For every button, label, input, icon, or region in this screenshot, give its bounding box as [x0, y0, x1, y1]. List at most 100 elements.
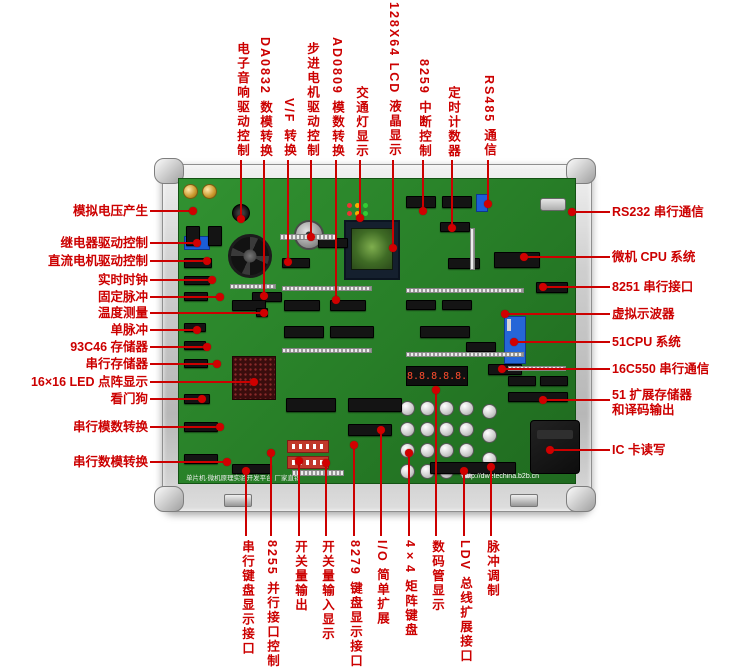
- callout-dot: [307, 233, 315, 241]
- label-pulse-modulation: 脉冲调制: [485, 540, 499, 598]
- pin-header: [406, 352, 524, 357]
- callout-dot: [260, 309, 268, 317]
- label-8251-serial: 8251 串行接口: [612, 280, 694, 294]
- ic-chip: [286, 398, 336, 412]
- case-corner: [154, 158, 184, 184]
- leader-line: [150, 210, 193, 212]
- bnc-connector: [202, 184, 217, 199]
- label-virtual-scope: 虚拟示波器: [612, 307, 675, 321]
- ic-chip: [442, 300, 472, 310]
- leader-line: [543, 286, 610, 288]
- keypad-button: [458, 401, 474, 416]
- label-ad0809-adc: AD0809 模数转换: [330, 36, 344, 158]
- label-rtc: 实时时钟: [97, 273, 148, 287]
- ic-chip: [330, 326, 374, 338]
- label-timer-counter: 定时计数器: [446, 85, 460, 159]
- callout-dot: [487, 463, 495, 471]
- label-traffic-light: 交通灯显示: [354, 85, 368, 159]
- label-switch-output: 开关量输出: [293, 540, 307, 613]
- pin-header: [406, 288, 524, 293]
- push-button: [482, 428, 497, 443]
- keypad-button: [439, 401, 455, 416]
- callout-dot: [377, 426, 385, 434]
- leader-line: [408, 453, 410, 536]
- leader-line: [325, 463, 327, 536]
- label-51cpu-system: 51CPU 系统: [612, 335, 681, 349]
- leader-line: [380, 430, 382, 536]
- leader-line: [505, 313, 610, 315]
- callout-dot: [237, 215, 245, 223]
- callout-dot: [419, 207, 427, 215]
- push-button: [482, 404, 497, 419]
- leader-line: [524, 256, 610, 258]
- label-relay-drive: 继电器驱动控制: [60, 236, 148, 250]
- label-da0832-dac: DA0832 数模转换: [258, 36, 272, 158]
- label-seven-segment: 数码管显示: [430, 540, 444, 613]
- leader-line: [310, 160, 312, 237]
- leader-line: [150, 242, 197, 244]
- leader-line: [451, 160, 453, 228]
- callout-dot: [213, 360, 221, 368]
- keypad-button: [419, 422, 435, 437]
- callout-dot: [203, 257, 211, 265]
- callout-dot: [568, 208, 576, 216]
- label-rs232-comm: RS232 串行通信: [612, 205, 704, 219]
- case-corner: [566, 158, 596, 184]
- label-ic-card: IC 卡读写: [612, 443, 666, 457]
- zif-lever: [507, 319, 511, 331]
- ic-chip: [284, 300, 320, 311]
- leader-line: [150, 329, 197, 331]
- callout-dot: [295, 457, 303, 465]
- ic-card-reader: [530, 420, 580, 474]
- pcb-silkscreen-text: 单片机·微机原理实验开发平台 厂家直销: [186, 475, 301, 482]
- label-led-matrix: 16×16 LED 点阵显示: [30, 375, 148, 389]
- callout-dot: [510, 338, 518, 346]
- leader-line: [422, 160, 424, 211]
- keypad-button: [439, 422, 455, 437]
- keypad-button: [400, 422, 416, 437]
- leader-line: [550, 449, 610, 451]
- ic-chip: [330, 300, 366, 311]
- ic-chip: [448, 258, 480, 269]
- ic-chip: [208, 226, 222, 246]
- leader-line: [150, 296, 220, 298]
- callout-dot: [432, 386, 440, 394]
- led-yellow: [355, 203, 360, 208]
- label-single-pulse: 单脉冲: [110, 323, 148, 337]
- leader-line: [463, 471, 465, 536]
- label-lcd-display: 128X64 LCD 液晶显示: [387, 2, 401, 158]
- seven-segment-display: 8.8.8.8.8.8: [406, 366, 468, 386]
- label-8259-interrupt: 8259 中断控制: [417, 58, 431, 158]
- callout-dot: [193, 326, 201, 334]
- callout-dot: [203, 343, 211, 351]
- leader-line: [335, 160, 337, 300]
- ic-chip: [508, 392, 568, 402]
- leader-line: [150, 381, 254, 383]
- leader-line: [353, 445, 355, 536]
- label-serial-adc: 串行模数转换: [72, 420, 148, 434]
- label-rs485-comm: RS485 通信: [482, 75, 496, 158]
- pin-header: [282, 286, 372, 291]
- label-watchdog: 看门狗: [110, 392, 148, 406]
- leader-line: [150, 363, 217, 365]
- callout-dot: [260, 292, 268, 300]
- label-8279-keyboard-display: 8279 键盘显示接口: [348, 540, 362, 669]
- db9-serial-connector: [540, 198, 566, 211]
- callout-dot: [539, 283, 547, 291]
- callout-dot: [356, 214, 364, 222]
- cpu-chip: [494, 252, 540, 268]
- leader-line: [245, 471, 247, 536]
- pcb-url-text: Http://dwetechina.b2b.cn: [462, 473, 540, 480]
- label-bus-expansion: LDV 总线扩展接口: [458, 540, 472, 664]
- led-yellow: [355, 211, 360, 216]
- leader-line: [490, 467, 492, 536]
- callout-dot: [448, 224, 456, 232]
- pin-header: [230, 284, 276, 289]
- callout-dot: [498, 365, 506, 373]
- label-serial-keyboard-display: 串行键盘显示接口: [240, 540, 254, 656]
- leader-line: [487, 160, 489, 204]
- ic-chip: [420, 326, 470, 338]
- led-red: [347, 211, 352, 216]
- led-red: [347, 203, 352, 208]
- leader-line: [435, 390, 437, 536]
